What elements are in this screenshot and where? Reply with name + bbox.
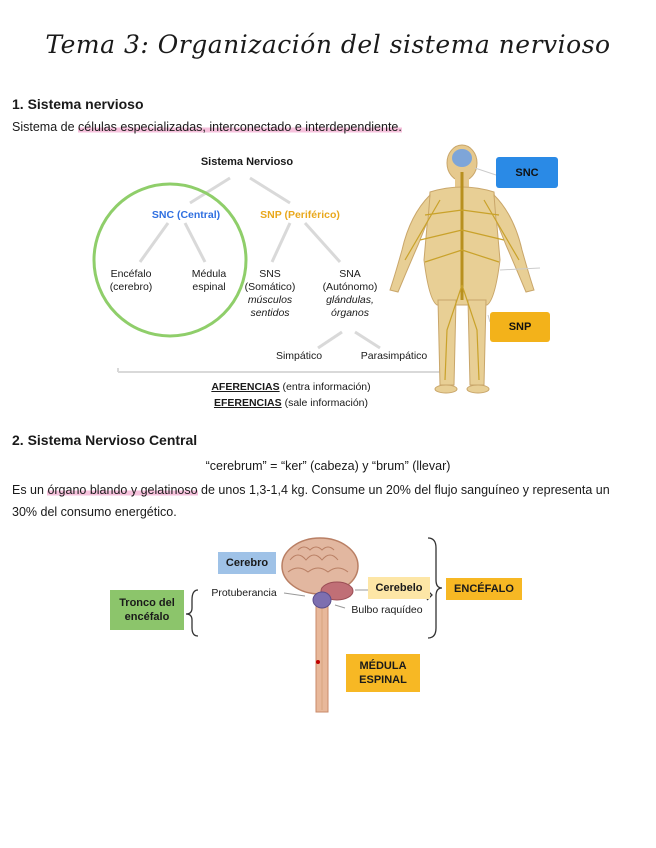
section-2-prefix: Es un	[12, 483, 48, 497]
section-2-paragraph-line1: Es un órgano blando y gelatinoso de unos…	[12, 480, 648, 500]
snp-tag: SNP	[490, 312, 550, 342]
cerebelo-tag: Cerebelo	[368, 577, 430, 599]
medula-label: Médula espinal	[191, 268, 227, 293]
section-1-text: Sistema de células especializadas, inter…	[12, 117, 402, 137]
encefalo-tag: ENCÉFALO	[446, 578, 522, 600]
section-2-paragraph-line2: 30% del consumo energético.	[12, 505, 177, 519]
sns-description: músculos sentidos	[247, 294, 293, 319]
sns-label: SNS (Somático)	[244, 268, 296, 293]
brain-diagram	[281, 537, 359, 713]
aferencias-line: AFERENCIAS (entra información)	[176, 381, 406, 394]
section-2-highlight: órgano blando y gelatinoso	[47, 483, 198, 497]
aferencias-term: AFERENCIAS	[211, 381, 280, 393]
eferencias-term: EFERENCIAS	[213, 397, 282, 409]
section-1-highlight: células especializadas, interconectado e…	[78, 120, 402, 134]
tronco-tag: Tronco del encéfalo	[110, 590, 184, 630]
aferencias-desc: (entra información)	[279, 381, 371, 393]
medula-tag: MÉDULA ESPINAL	[346, 654, 420, 692]
section-1-text-prefix: Sistema de	[12, 120, 79, 134]
snp-label: SNP (Periférico)	[260, 209, 340, 221]
protuberancia-label: Protuberancia	[211, 587, 277, 599]
diagram-root-label: Sistema Nervioso	[200, 156, 294, 168]
section-2-rest: de unos 1,3-1,4 kg. Consume un 20% del f…	[197, 483, 610, 497]
snc-tag: SNC	[496, 157, 558, 188]
simpatico-label: Simpático	[275, 350, 323, 362]
encefalo-label: Encéfalo (cerebro)	[109, 268, 153, 293]
parasimpatico-label: Parasimpático	[360, 350, 428, 362]
page-title: Tema 3: Organización del sistema nervios…	[45, 30, 611, 59]
sna-label: SNA (Autónomo)	[322, 268, 378, 293]
eferencias-line: EFERENCIAS (sale información)	[176, 397, 406, 410]
cerebro-tag: Cerebro	[218, 552, 276, 574]
human-body-figure	[389, 144, 541, 394]
section-1-heading: 1. Sistema nervioso	[12, 96, 144, 112]
snc-label: SNC (Central)	[151, 209, 221, 221]
bulbo-label: Bulbo raquídeo	[351, 604, 423, 616]
section-2-heading: 2. Sistema Nervioso Central	[12, 432, 198, 448]
eferencias-desc: (sale información)	[281, 397, 369, 409]
etymology-text: “cerebrum” = “ker” (cabeza) y “brum” (ll…	[205, 459, 451, 473]
sna-description: glándulas, órganos	[326, 294, 374, 319]
